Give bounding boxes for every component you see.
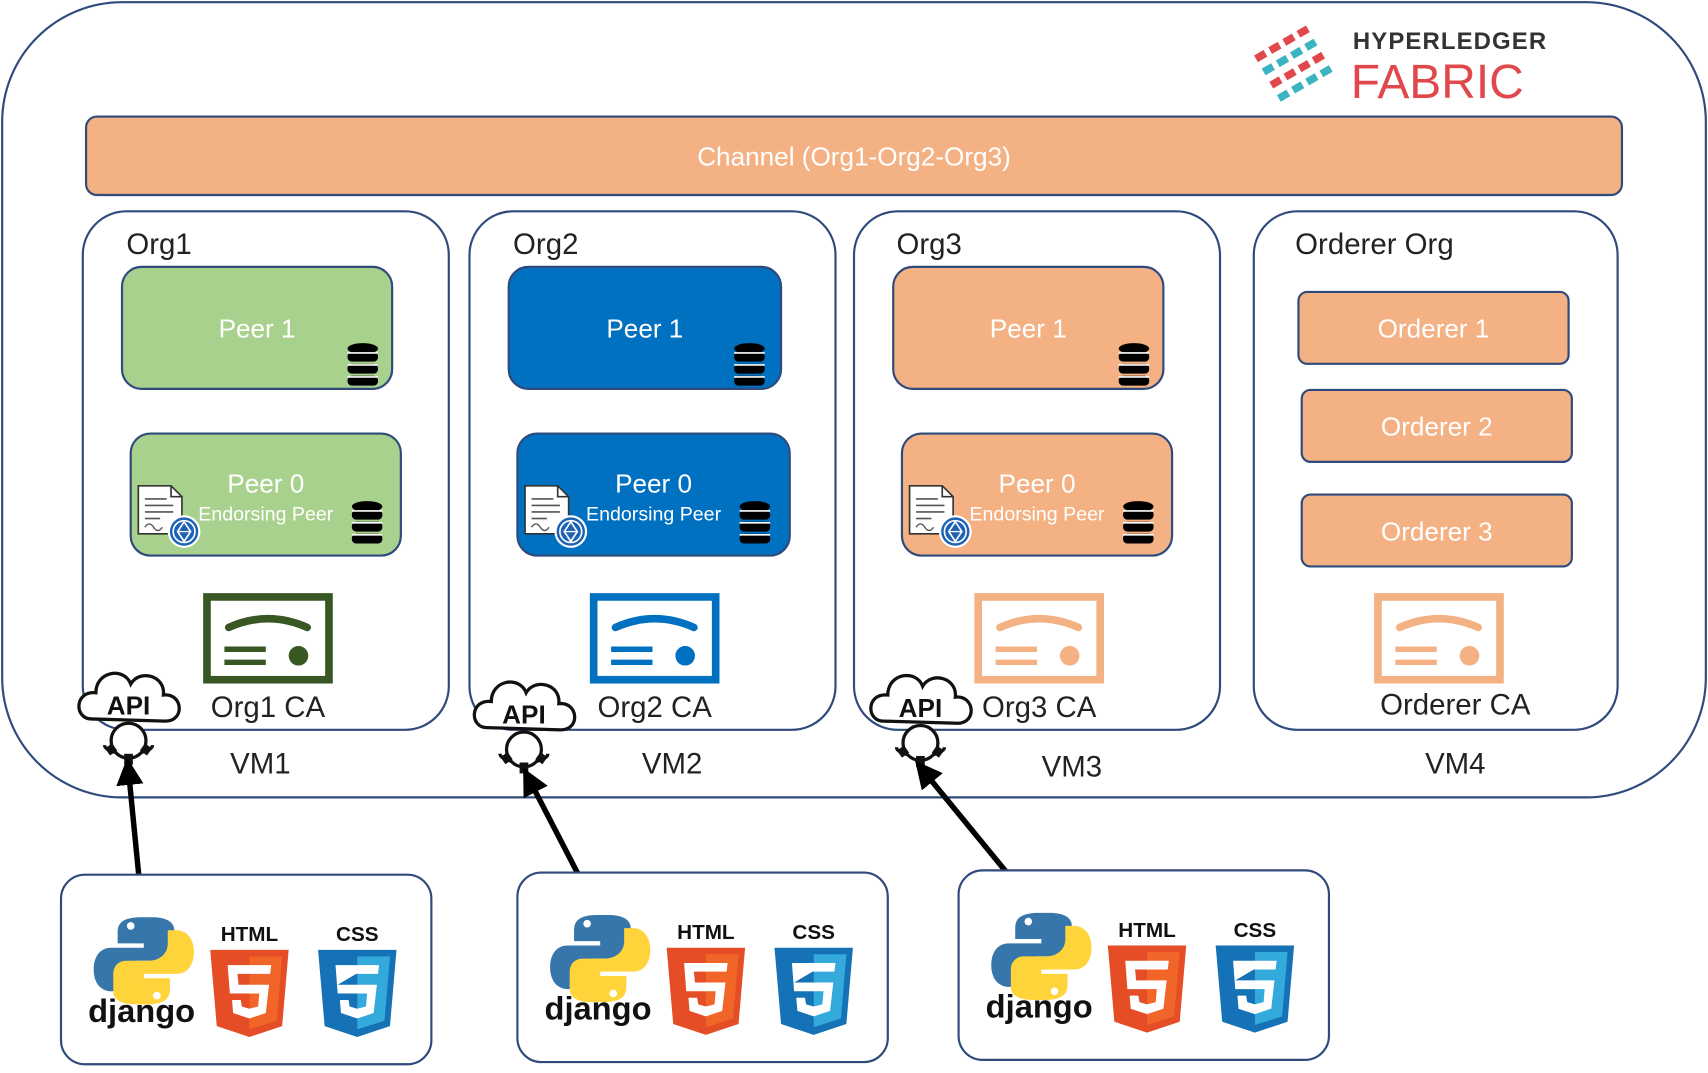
css-label: CSS bbox=[1234, 919, 1277, 942]
api-label: API bbox=[107, 691, 151, 721]
vm3-label: VM3 bbox=[1042, 751, 1102, 784]
client-box-3: django HTML CSS bbox=[957, 869, 1331, 1061]
org2-peer1: Peer 1 bbox=[507, 265, 783, 390]
org1-peer1: Peer 1 bbox=[120, 265, 394, 390]
org2-peer0: Peer 0 Endorsing Peer bbox=[516, 432, 791, 557]
org3-peer1-label: Peer 1 bbox=[990, 314, 1067, 344]
orderer-2-label: Orderer 2 bbox=[1381, 412, 1493, 442]
ledger-database-icon bbox=[738, 500, 771, 545]
channel-bar bbox=[84, 115, 1624, 197]
orderer-3-label: Orderer 3 bbox=[1381, 516, 1493, 546]
ledger-database-icon bbox=[351, 500, 384, 545]
org1-ca-label: Org1 CA bbox=[211, 691, 326, 724]
org3-peer0: Peer 0 Endorsing Peer bbox=[900, 432, 1174, 557]
html-label: HTML bbox=[1118, 919, 1175, 942]
logo-hyperledger-text: HYPERLEDGER bbox=[1353, 28, 1547, 55]
org3-ca-label: Org3 CA bbox=[982, 691, 1097, 724]
ledger-database-icon bbox=[346, 342, 379, 387]
orderer-org-container: Orderer Org Orderer 1 Orderer 2 Orderer … bbox=[1252, 210, 1619, 731]
css-label: CSS bbox=[336, 923, 379, 946]
org1-name: Org1 bbox=[126, 228, 191, 261]
org3-api-icon: API bbox=[869, 673, 973, 769]
css3-icon bbox=[1215, 945, 1295, 1033]
orderer-1: Orderer 1 bbox=[1297, 290, 1570, 365]
css3-icon bbox=[774, 947, 853, 1035]
org1-peer1-label: Peer 1 bbox=[219, 314, 296, 344]
logo-fabric-text: FABRIC bbox=[1351, 56, 1524, 109]
css-label: CSS bbox=[792, 921, 835, 944]
django-label: django bbox=[88, 992, 195, 1029]
orderer-3: Orderer 3 bbox=[1300, 493, 1573, 568]
orderer-1-label: Orderer 1 bbox=[1378, 314, 1490, 344]
client-box-1: django HTML CSS bbox=[59, 873, 433, 1066]
org1-peer0-label: Peer 0 bbox=[227, 468, 304, 498]
api-label: API bbox=[502, 699, 546, 729]
org2-peer0-role: Endorsing Peer bbox=[586, 504, 722, 526]
org1-container: Org1 Peer 1 Peer 0 Endorsing Peer Org1 C… bbox=[81, 210, 450, 731]
org2-ca-icon bbox=[589, 593, 720, 684]
html-label: HTML bbox=[221, 923, 278, 946]
html5-icon bbox=[1107, 945, 1187, 1033]
org3-peer0-label: Peer 0 bbox=[999, 468, 1076, 498]
org3-ca-icon bbox=[974, 593, 1105, 684]
org3-container: Org3 Peer 1 Peer 0 Endorsing Peer Org3 C… bbox=[852, 210, 1222, 731]
client-box-2: django HTML CSS bbox=[516, 871, 889, 1064]
ledger-database-icon bbox=[1122, 500, 1155, 545]
ledger-database-icon bbox=[1117, 342, 1151, 387]
vm2-label: VM2 bbox=[642, 747, 702, 780]
org3-peer1: Peer 1 bbox=[892, 265, 1165, 390]
orderer-2: Orderer 2 bbox=[1300, 388, 1573, 463]
org1-peer0: Peer 0 Endorsing Peer bbox=[129, 432, 402, 557]
org1-peer0-role: Endorsing Peer bbox=[198, 504, 334, 526]
org1-ca-icon bbox=[203, 593, 333, 684]
org2-peer1-label: Peer 1 bbox=[606, 314, 683, 344]
org3-peer0-role: Endorsing Peer bbox=[969, 504, 1105, 526]
html-label: HTML bbox=[677, 921, 734, 944]
channel-label: Channel (Org1-Org2-Org3) bbox=[697, 142, 1011, 172]
org2-api-icon: API bbox=[472, 680, 577, 776]
orderer-org-name: Orderer Org bbox=[1295, 228, 1454, 261]
org3-name: Org3 bbox=[896, 228, 961, 261]
org2-peer0-label: Peer 0 bbox=[615, 468, 692, 498]
org1-api-icon: API bbox=[77, 671, 181, 767]
django-label: django bbox=[986, 987, 1093, 1024]
vm1-label: VM1 bbox=[230, 747, 290, 780]
django-label: django bbox=[545, 990, 652, 1027]
api-label: API bbox=[899, 693, 943, 723]
orderer-ca-label: Orderer CA bbox=[1380, 689, 1531, 722]
org2-container: Org2 Peer 1 Peer 0 Endorsing Peer Org2 C… bbox=[468, 210, 837, 731]
html5-icon bbox=[210, 949, 289, 1038]
org2-ca-label: Org2 CA bbox=[597, 691, 712, 724]
ledger-database-icon bbox=[733, 342, 766, 387]
vm4-label: VM4 bbox=[1425, 747, 1485, 780]
css3-icon bbox=[318, 949, 397, 1038]
html5-icon bbox=[666, 947, 746, 1035]
orderer-ca-icon bbox=[1374, 593, 1504, 684]
org2-name: Org2 bbox=[513, 228, 578, 261]
